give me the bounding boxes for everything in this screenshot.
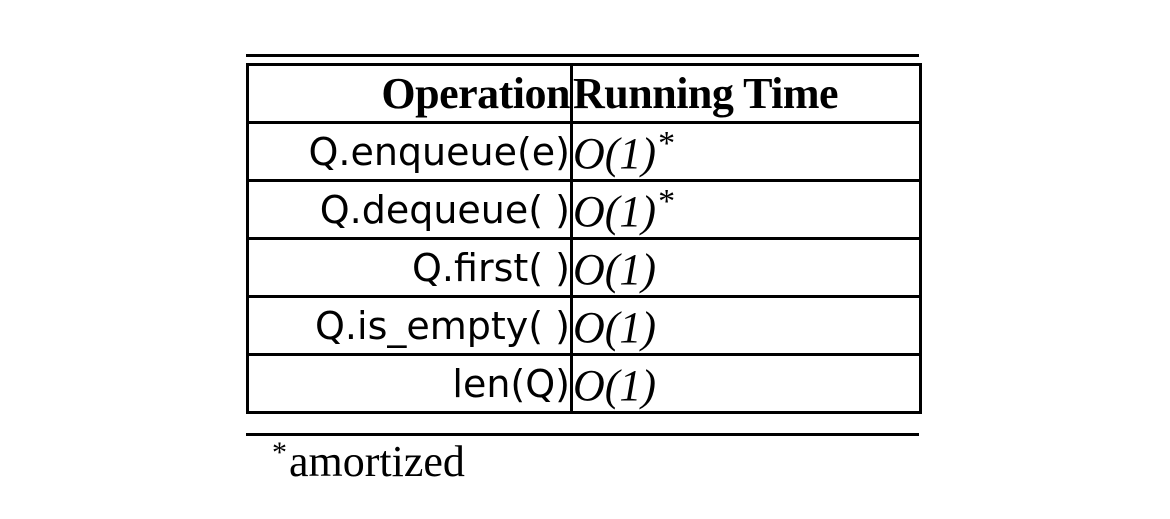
operation-cell: len(Q)	[246, 353, 573, 414]
table-row: Q.dequeue( ) O(1)*	[246, 179, 922, 240]
running-time-cell: O(1)*	[570, 179, 922, 240]
footnote: *amortized	[272, 436, 465, 487]
running-time-cell: O(1)	[570, 353, 922, 414]
time-value: O(1)	[573, 360, 657, 410]
operation-cell: Q.dequeue( )	[246, 179, 573, 240]
header-operation: Operation	[246, 63, 573, 124]
operation-cell: Q.is_empty( )	[246, 295, 573, 356]
time-value: O(1)	[573, 186, 657, 236]
table-row: Q.enqueue(e) O(1)*	[246, 121, 922, 182]
table-row: Q.is_empty( ) O(1)	[246, 295, 922, 356]
running-time-cell: O(1)	[570, 237, 922, 298]
time-value: O(1)	[573, 302, 657, 352]
table-row: Q.first( ) O(1)	[246, 237, 922, 298]
time-value: O(1)	[573, 128, 657, 178]
footnote-mark: *	[272, 436, 287, 469]
bottom-rule	[246, 433, 919, 436]
operation-cell: Q.enqueue(e)	[246, 121, 573, 182]
header-running-time: Running Time	[570, 63, 922, 124]
footnote-text: amortized	[289, 437, 465, 486]
top-rule	[246, 54, 919, 57]
operation-cell: Q.first( )	[246, 237, 573, 298]
running-time-cell: O(1)	[570, 295, 922, 356]
amortized-mark: *	[658, 124, 676, 162]
running-time-table: Operation Running Time Q.enqueue(e) O(1)…	[246, 63, 922, 414]
time-value: O(1)	[573, 244, 657, 294]
running-time-cell: O(1)*	[570, 121, 922, 182]
amortized-mark: *	[658, 182, 676, 220]
header-row: Operation Running Time	[246, 63, 922, 124]
table-row: len(Q) O(1)	[246, 353, 922, 414]
